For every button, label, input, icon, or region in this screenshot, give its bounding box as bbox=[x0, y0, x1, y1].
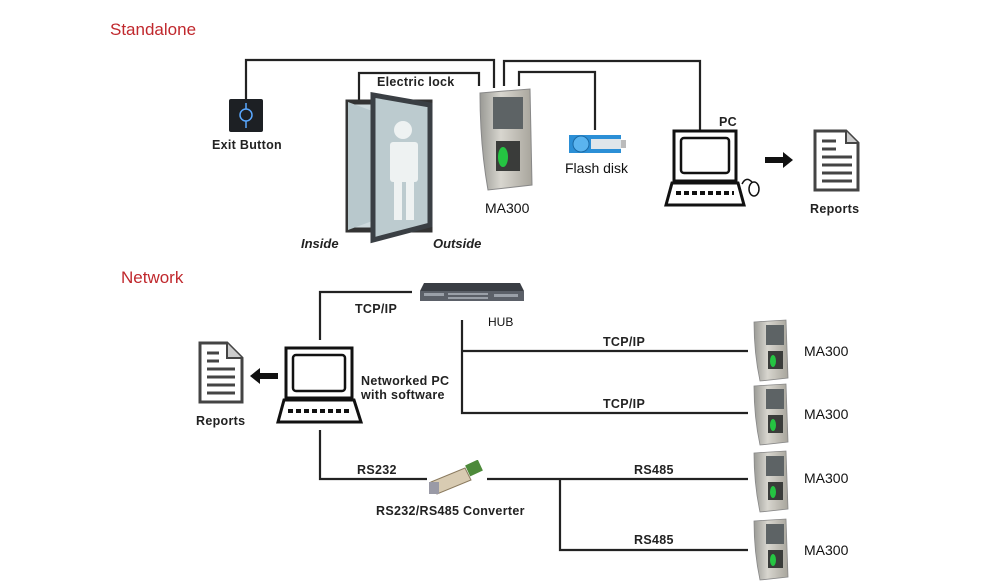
device-link-label: RS485 bbox=[634, 463, 674, 477]
wire-electric-lock bbox=[357, 71, 481, 100]
reports-icon bbox=[813, 129, 860, 192]
wire-rs232 bbox=[318, 430, 427, 481]
pc-label: PC bbox=[719, 115, 737, 129]
device-name-label: MA300 bbox=[804, 406, 849, 422]
flash-disk-icon bbox=[569, 135, 626, 153]
wire-exit-button bbox=[244, 58, 496, 100]
hub-label: HUB bbox=[488, 315, 514, 329]
converter-icon bbox=[429, 460, 483, 495]
device-link-label: RS485 bbox=[634, 533, 674, 547]
ma300-device-icon bbox=[753, 383, 789, 446]
flash-disk-label: Flash disk bbox=[565, 160, 629, 176]
pc-icon bbox=[664, 129, 760, 207]
networked-pc-icon bbox=[276, 346, 364, 424]
device-name-label: MA300 bbox=[804, 343, 849, 359]
converter-label: RS232/RS485 Converter bbox=[376, 504, 525, 518]
device-name-label: MA300 bbox=[804, 470, 849, 486]
exit-button-icon bbox=[239, 103, 253, 128]
networked-pc-label-line1: Networked PC bbox=[361, 374, 450, 388]
wire-pc bbox=[502, 59, 702, 130]
arrow-right-icon bbox=[765, 152, 793, 168]
ma300-standalone-label: MA300 bbox=[485, 200, 530, 216]
reports-network-icon bbox=[198, 341, 244, 404]
device-link-label: TCP/IP bbox=[603, 397, 646, 411]
pc-hub-link-label: TCP/IP bbox=[355, 302, 398, 316]
reports-standalone-label: Reports bbox=[810, 202, 860, 216]
wire-rs485-2 bbox=[558, 479, 748, 552]
rs232-label: RS232 bbox=[357, 463, 397, 477]
exit-button-label: Exit Button bbox=[212, 138, 282, 152]
exit-button-device bbox=[229, 99, 263, 132]
arrow-left-icon bbox=[250, 368, 278, 384]
ma300-device-icon bbox=[753, 450, 789, 513]
inside-label: Inside bbox=[301, 236, 339, 251]
ma300-device-icon bbox=[753, 319, 789, 382]
section-title-standalone: Standalone bbox=[110, 20, 197, 39]
device-name-label: MA300 bbox=[804, 542, 849, 558]
hub-icon bbox=[420, 283, 524, 301]
reports-network-label: Reports bbox=[196, 414, 246, 428]
outside-label: Outside bbox=[433, 236, 482, 251]
networked-pc-label: Networked PC with software bbox=[361, 374, 449, 402]
networked-pc-label-line2: with software bbox=[361, 388, 445, 402]
wire-pc-hub bbox=[318, 290, 412, 340]
ma300-device-icon bbox=[753, 518, 789, 581]
ma300-device-icon bbox=[479, 88, 533, 191]
door-icon bbox=[345, 92, 433, 244]
electric-lock-label: Electric lock bbox=[377, 75, 455, 89]
wire-flash-disk bbox=[517, 70, 597, 130]
section-title-network: Network bbox=[121, 268, 184, 287]
device-link-label: TCP/IP bbox=[603, 335, 646, 349]
